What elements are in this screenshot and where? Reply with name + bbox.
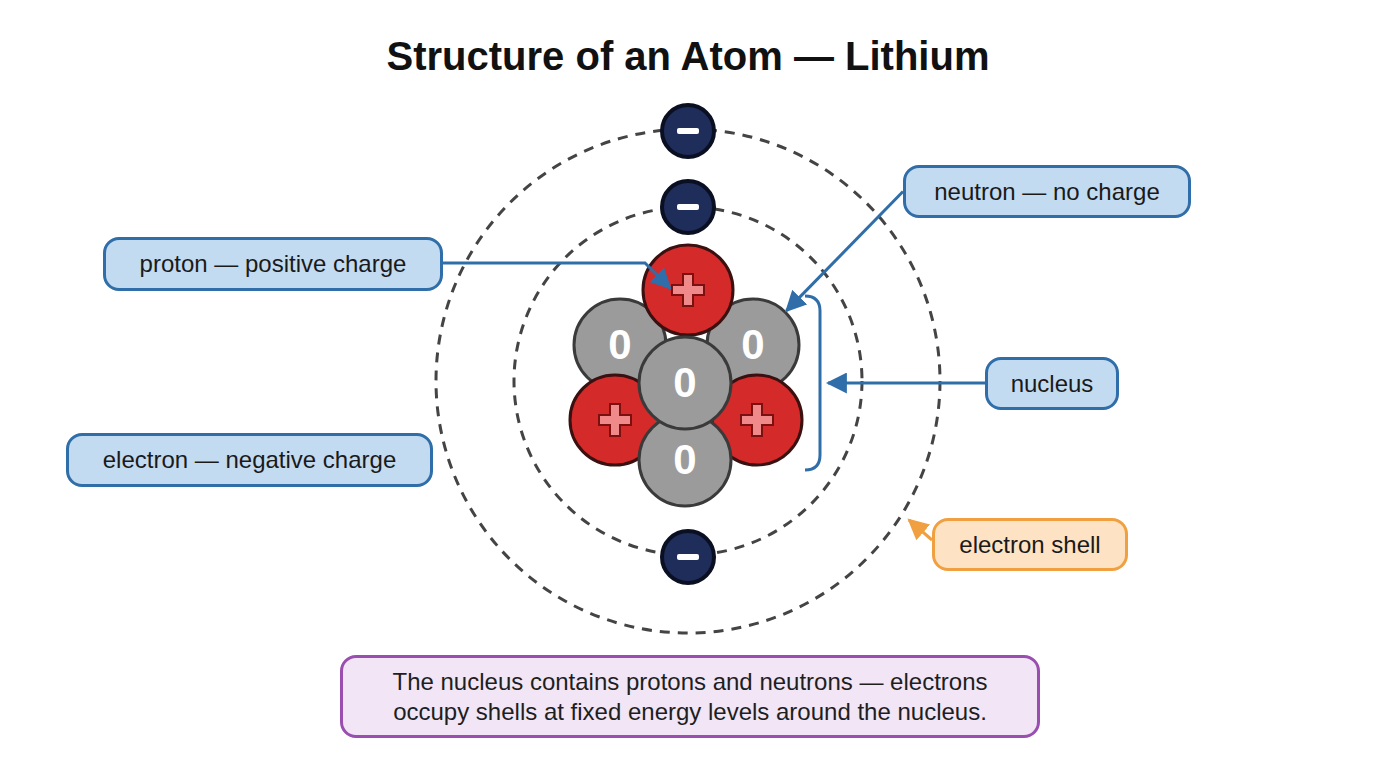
outer-shell <box>436 129 940 633</box>
diagram-title: Structure of an Atom — Lithium <box>0 34 1376 79</box>
callout-text: nucleus <box>1011 370 1094 398</box>
charge-symbol: 0 <box>608 324 631 366</box>
shell-leader <box>909 520 932 540</box>
callout-label: electron — negative charge <box>66 433 433 487</box>
caption-text: The nucleus contains protons and neutron… <box>361 667 1019 727</box>
caption-box: The nucleus contains protons and neutron… <box>340 655 1040 738</box>
callout-text: neutron — no charge <box>934 178 1159 206</box>
inner-shell <box>514 207 862 555</box>
leader-arrow <box>787 192 903 311</box>
neutron-particle: 0 <box>637 335 733 431</box>
callout-text: electron shell <box>959 531 1100 559</box>
neutron-circle <box>639 414 731 506</box>
charge-symbol: 0 <box>673 362 696 404</box>
electron-symbol <box>662 531 714 583</box>
nucleus-leader <box>828 382 985 385</box>
nucleus-bracket <box>805 296 820 470</box>
charge-symbol: 0 <box>673 439 696 481</box>
electron-symbol <box>662 105 714 157</box>
charge-symbol: 0 <box>741 324 764 366</box>
proton-symbol <box>641 243 735 337</box>
electron-symbol <box>662 181 714 233</box>
callout-label: proton — positive charge <box>103 237 443 291</box>
proton-leader <box>443 263 670 288</box>
callout-label: electron shell <box>932 518 1128 571</box>
neutron-circle <box>639 337 731 429</box>
callout-label: neutron — no charge <box>903 165 1191 218</box>
callout-text: electron — negative charge <box>103 446 397 474</box>
callout-label: nucleus <box>985 357 1119 410</box>
callout-text: proton — positive charge <box>140 250 407 278</box>
